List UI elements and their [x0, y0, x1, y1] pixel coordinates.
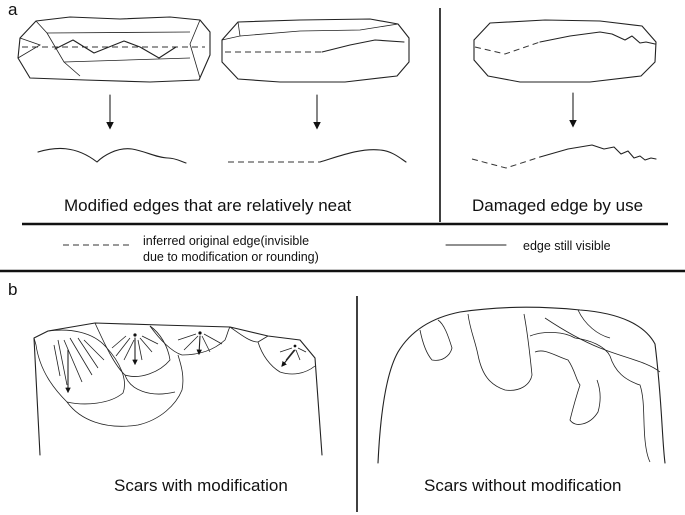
tool-outline-3	[473, 19, 657, 83]
tool-with-modification	[33, 322, 323, 456]
caption-scars-without-modification: Scars without modification	[424, 476, 622, 495]
edge-profile-2	[228, 149, 407, 163]
tool-without-modification	[377, 306, 666, 464]
panel-b-letter: b	[8, 280, 18, 299]
tool-outline-2	[221, 18, 410, 83]
caption-modified-edges: Modified edges that are relatively neat	[64, 196, 352, 215]
edge-profile-3	[471, 144, 657, 169]
panel-a-letter: a	[8, 0, 18, 19]
caption-scars-with-modification: Scars with modification	[114, 476, 288, 495]
legend-dashed-text: inferred original edge(invisible due to …	[143, 234, 319, 264]
caption-damaged-edge: Damaged edge by use	[472, 196, 644, 215]
legend-solid-text: edge still visible	[523, 239, 611, 253]
edge-profile-1	[37, 147, 187, 164]
tool-outline-1	[17, 16, 211, 83]
